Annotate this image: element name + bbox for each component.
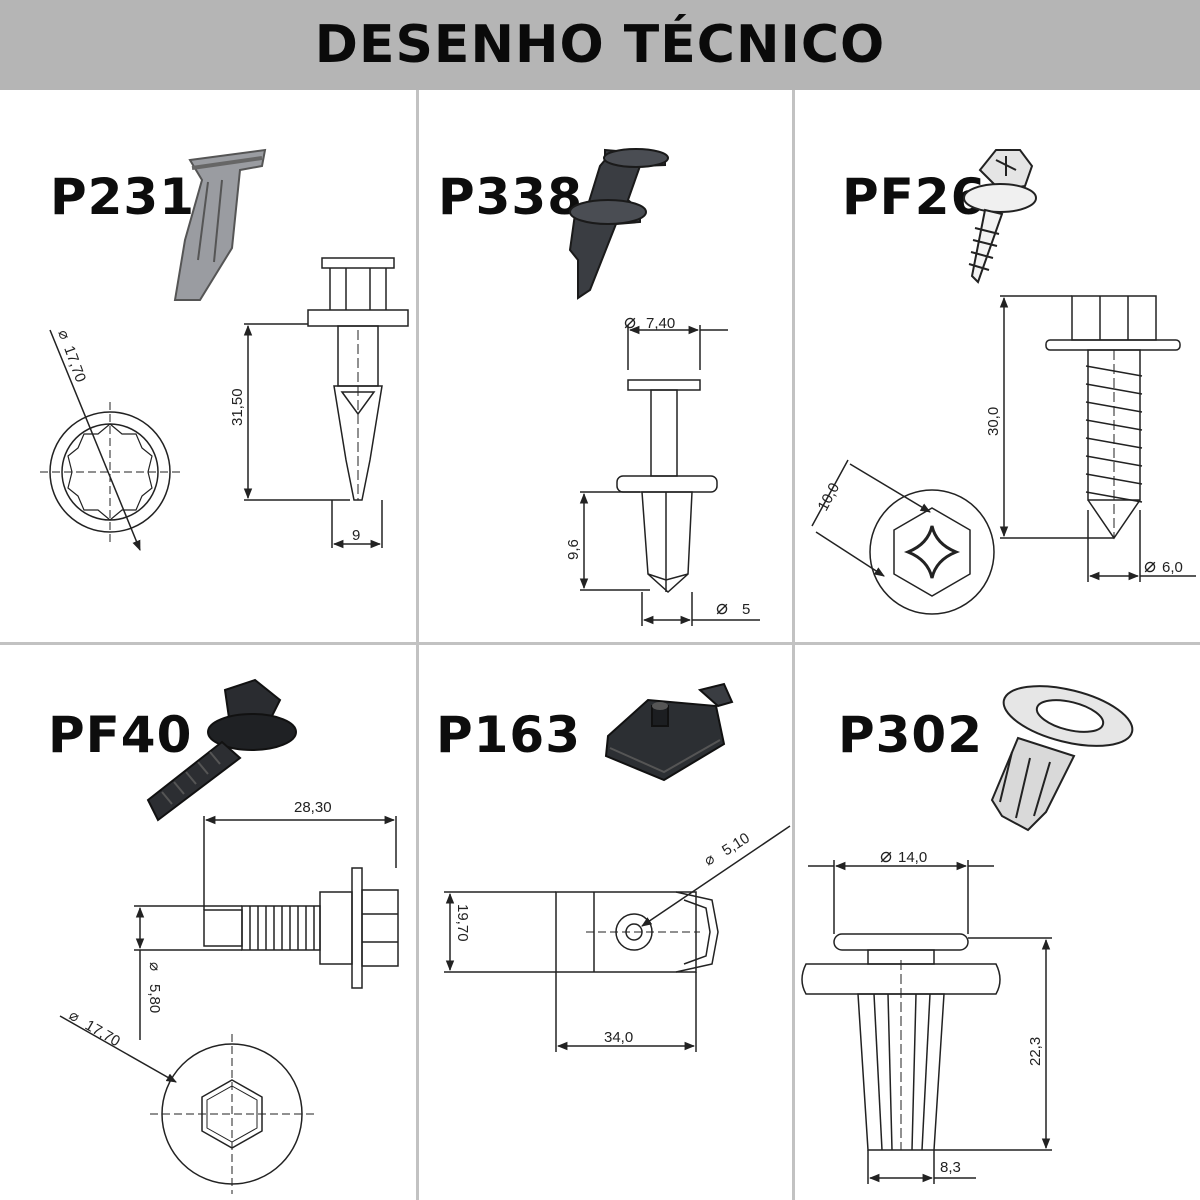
part-code-p231: P231 — [50, 168, 196, 226]
part-p163-render — [604, 682, 734, 782]
dim-p338-length: 9,6 — [565, 539, 582, 560]
dim-pf40-length: 28,30 — [294, 799, 332, 816]
dim-pf26-head: 10,0 — [815, 480, 844, 514]
part-p302-drawing — [801, 860, 1052, 1184]
dim-p302-head-diameter: 14,0 — [898, 849, 927, 866]
dim-p231-diameter-symbol: ⌀ — [54, 328, 73, 342]
dim-pf40-head-diameter-symbol: ⌀ — [66, 1007, 82, 1026]
dim-p231-height: 31,50 — [229, 388, 246, 426]
grid-divider-vertical-1 — [416, 90, 419, 1200]
dim-pf26-diameter: 6,0 — [1162, 559, 1183, 576]
page-title: DESENHO TÉCNICO — [314, 15, 886, 75]
dim-p302-head-diameter-symbol: ⌀ — [880, 845, 892, 867]
part-code-p338: P338 — [438, 168, 584, 226]
part-pf40-render — [146, 678, 297, 822]
part-pf26-render — [963, 149, 1037, 284]
grid-divider-horizontal — [0, 642, 1200, 645]
grid-divider-vertical-2 — [792, 90, 795, 1200]
dim-pf40-diameter-symbol: ⌀ — [146, 962, 163, 971]
part-pf40-top-view — [59, 1015, 314, 1194]
part-p231-side-view — [243, 257, 409, 549]
dim-p338-head-diameter: 7,40 — [646, 315, 675, 332]
dim-pf26-length: 30,0 — [985, 407, 1002, 436]
dim-p302-diameter: 8,3 — [940, 1159, 961, 1176]
part-code-pf40: PF40 — [48, 706, 193, 764]
part-p231-render — [173, 148, 267, 301]
part-code-p163: P163 — [436, 706, 582, 764]
part-pf26-side-view — [999, 295, 1196, 582]
dim-pf26-diameter-symbol: ⌀ — [1144, 555, 1156, 577]
dim-p163-height: 19,70 — [454, 904, 471, 942]
dim-p338-head-diameter-symbol: ⌀ — [624, 311, 636, 333]
dim-p302-length: 22,3 — [1027, 1037, 1044, 1066]
dim-p231-width: 9 — [352, 527, 360, 544]
dim-pf40-diameter: 5,80 — [146, 984, 163, 1013]
part-p231-top-view — [40, 329, 180, 551]
part-p163-drawing — [444, 825, 791, 1052]
header-banner: DESENHO TÉCNICO — [0, 0, 1200, 90]
part-code-p302: P302 — [838, 706, 984, 764]
part-code-pf26: PF26 — [842, 168, 987, 226]
part-pf40-side-view — [134, 815, 399, 1040]
dim-p338-diameter-symbol: ⌀ — [716, 597, 728, 619]
dim-p163-hole-diameter-symbol: ⌀ — [701, 850, 718, 869]
dim-pf40-head-diameter: 17,70 — [82, 1017, 123, 1050]
part-p302-render — [990, 685, 1134, 832]
part-p338-drawing — [579, 325, 760, 626]
dim-p338-diameter: 5 — [742, 601, 750, 618]
dim-p163-width: 34,0 — [604, 1029, 633, 1046]
part-p338-render — [568, 148, 669, 300]
part-pf26-top-view — [811, 459, 995, 615]
